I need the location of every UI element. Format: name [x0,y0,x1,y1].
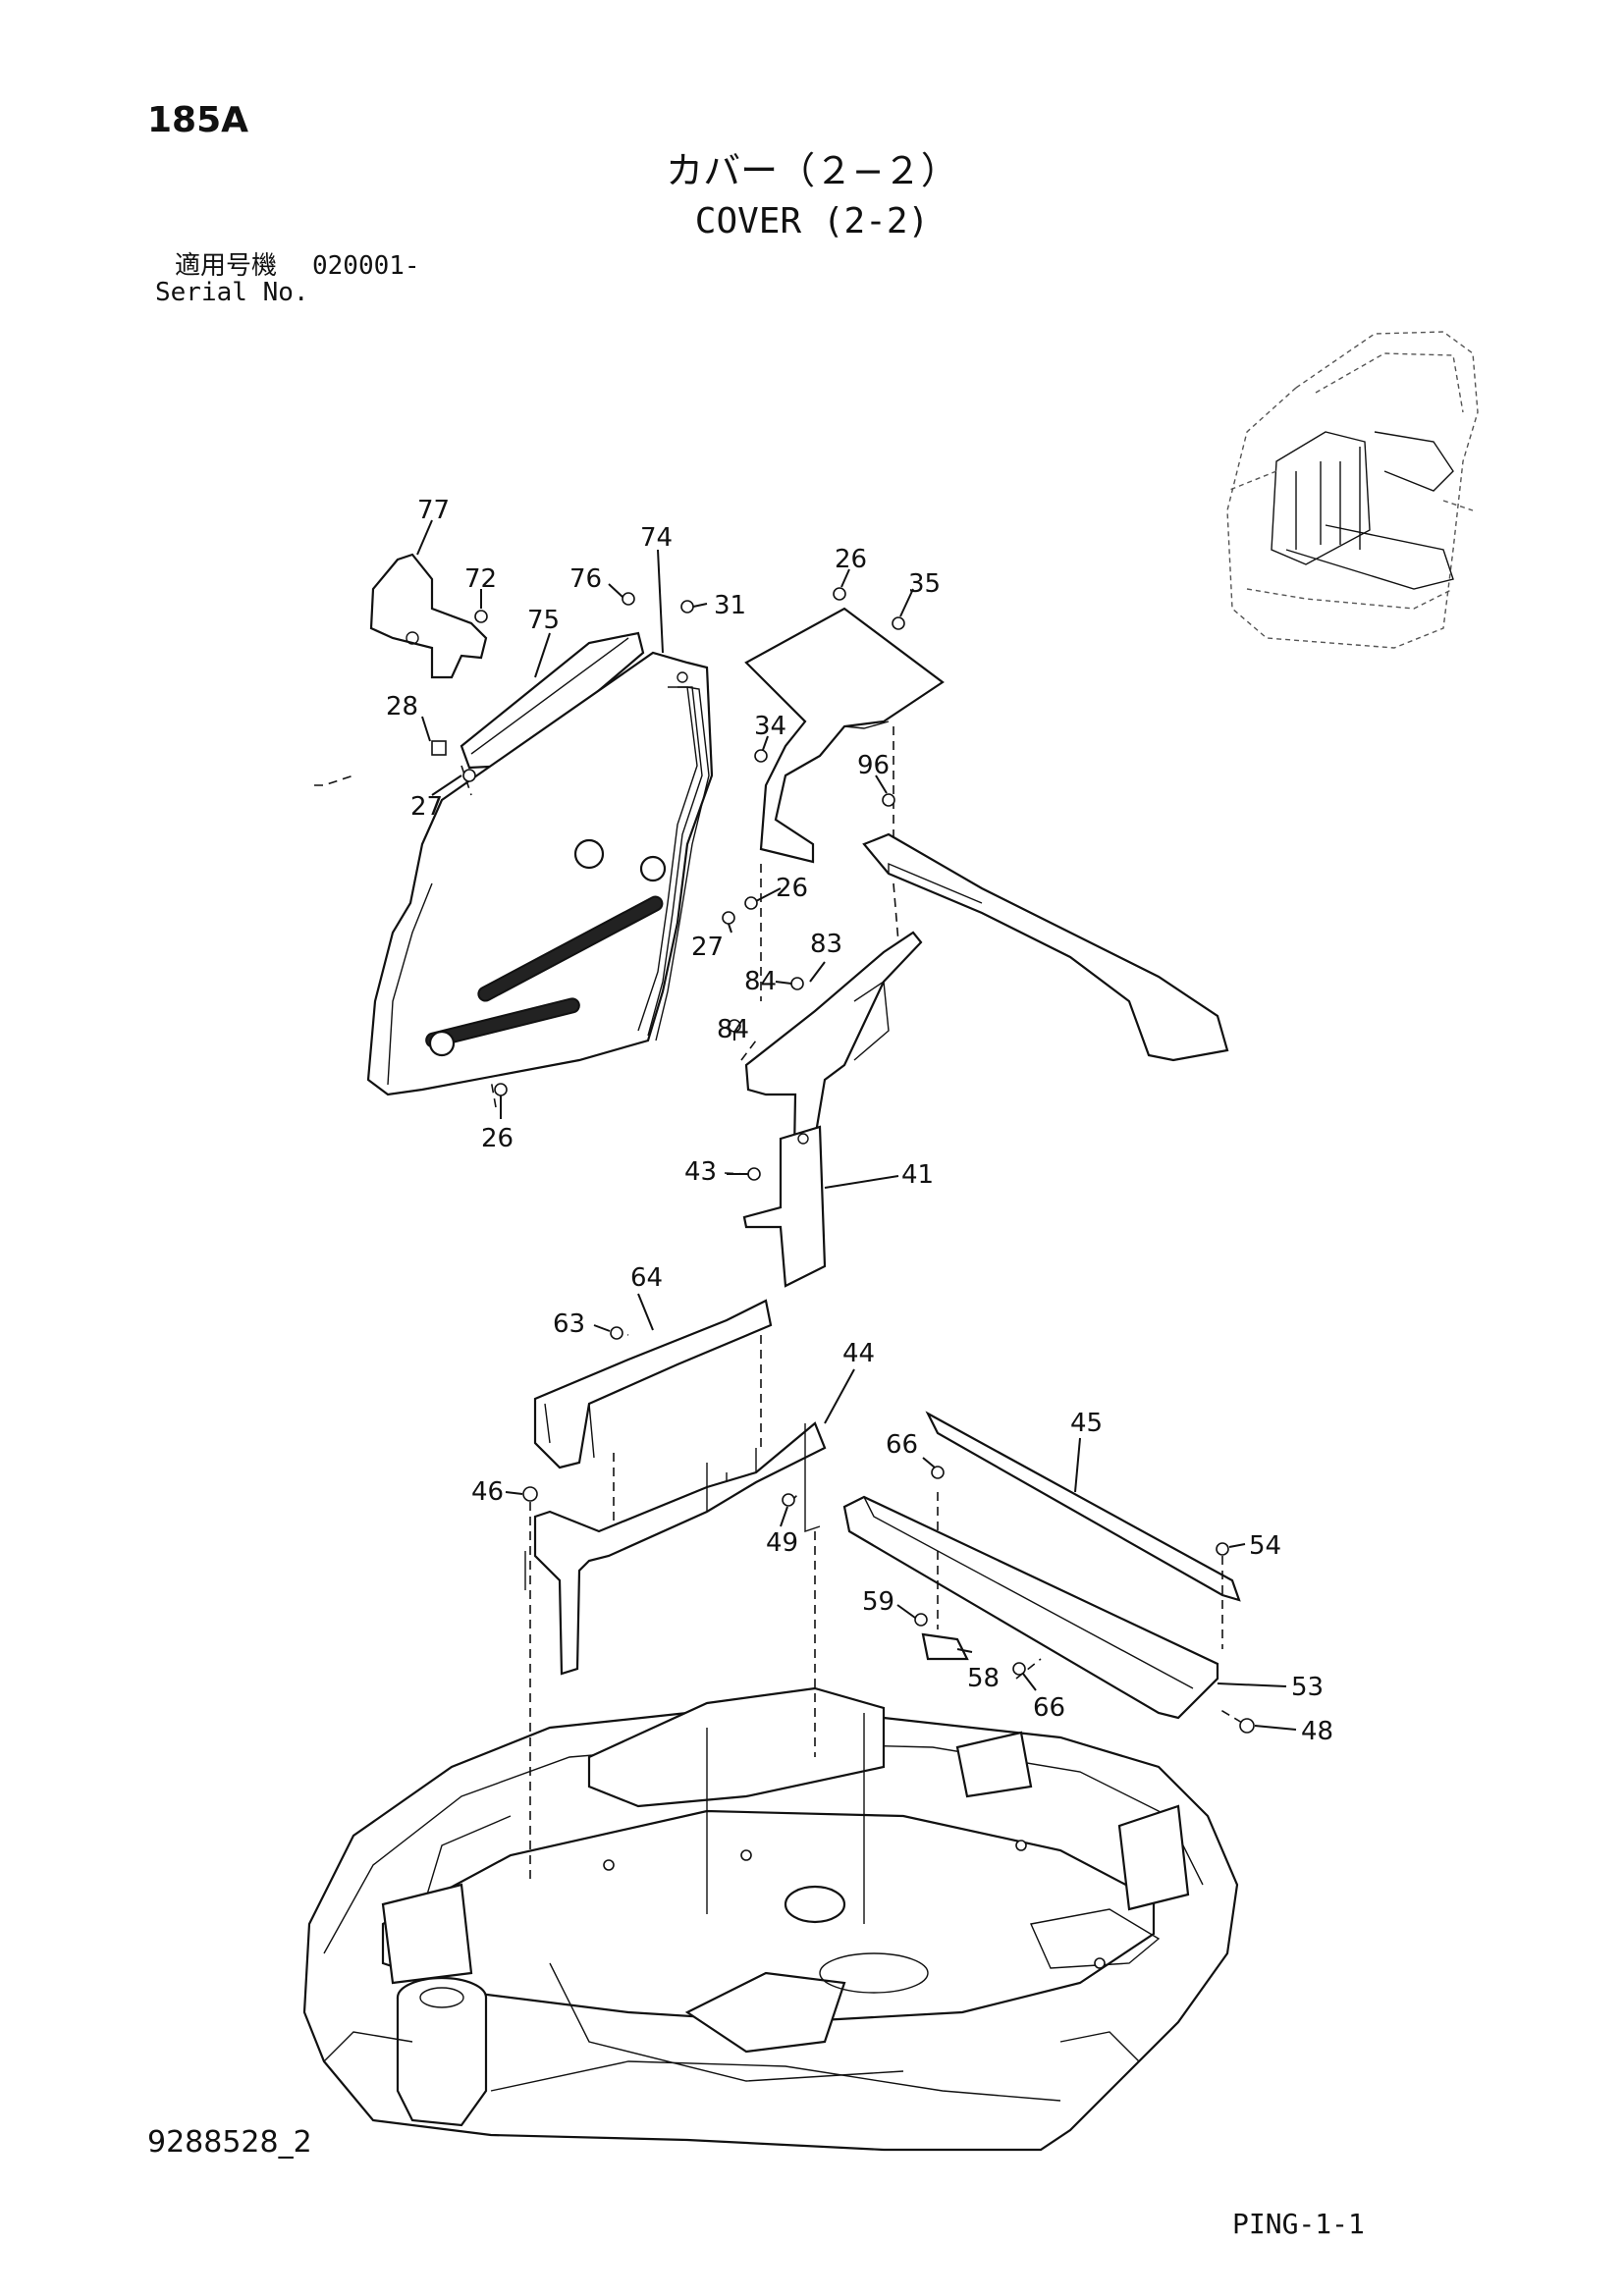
callout-63: 63 [553,1309,585,1339]
callout-48: 48 [1301,1717,1333,1746]
callout-76: 76 [569,564,602,594]
callout-75: 75 [527,606,560,635]
part-41-bracket [742,1125,827,1288]
callout-84-upper: 84 [744,967,777,996]
callout-26-bottom: 26 [481,1124,514,1153]
serial-label-japanese: 適用号機 [175,251,278,281]
callout-35: 35 [908,569,941,599]
callout-43: 43 [684,1157,717,1187]
callout-45: 45 [1070,1409,1103,1438]
part-77-bracket [369,553,488,679]
callout-96: 96 [857,751,890,780]
callout-44: 44 [842,1339,875,1368]
part-96-arc-cover [862,832,1229,1062]
callout-54: 54 [1249,1531,1281,1561]
callout-28: 28 [386,692,418,721]
page-code: 185A [147,100,249,140]
part-top-cover-plate [744,607,945,864]
callout-49: 49 [766,1528,798,1558]
part-45-plate [925,1411,1241,1602]
serial-number-value: 020001- [312,251,420,281]
callout-72: 72 [464,564,497,594]
callout-26-mid: 26 [776,874,808,903]
callout-leaders [416,519,1297,1731]
part-74-side-cover [366,651,714,1096]
callout-31: 31 [714,591,746,620]
callout-27-mid: 27 [691,933,724,962]
callout-74: 74 [640,523,673,553]
serial-label-english: Serial No. [155,278,309,307]
part-75-strip [460,631,645,770]
upper-frame-base [302,1686,1239,2152]
callout-83: 83 [810,930,842,959]
callout-84-lower: 84 [717,1015,749,1044]
callout-27-left: 27 [410,792,443,822]
callout-34: 34 [754,712,786,741]
callout-26-top: 26 [835,545,867,574]
part-64-channel [533,1299,773,1469]
drawing-number: 9288528_2 [147,2125,312,2160]
callout-58: 58 [967,1664,1000,1693]
callout-77: 77 [417,496,450,525]
part-44-frame [524,1421,827,1676]
callout-66-lower: 66 [1033,1693,1065,1723]
page-title-japanese: カバー（２−２） [666,149,958,192]
callout-53: 53 [1291,1673,1324,1702]
callout-66-upper: 66 [886,1430,918,1460]
page-title-english: COVER (2-2) [694,201,930,241]
part-83-plate [744,931,923,1209]
callout-64: 64 [630,1263,663,1293]
callout-41: 41 [901,1160,934,1190]
callout-46: 46 [471,1477,504,1507]
page-reference: PING-1-1 [1232,2208,1365,2240]
location-thumbnail [1226,331,1479,649]
callout-59: 59 [862,1587,894,1617]
callout-numbers: 77 72 75 76 74 31 26 35 28 34 96 27 26 2… [386,496,1333,1746]
